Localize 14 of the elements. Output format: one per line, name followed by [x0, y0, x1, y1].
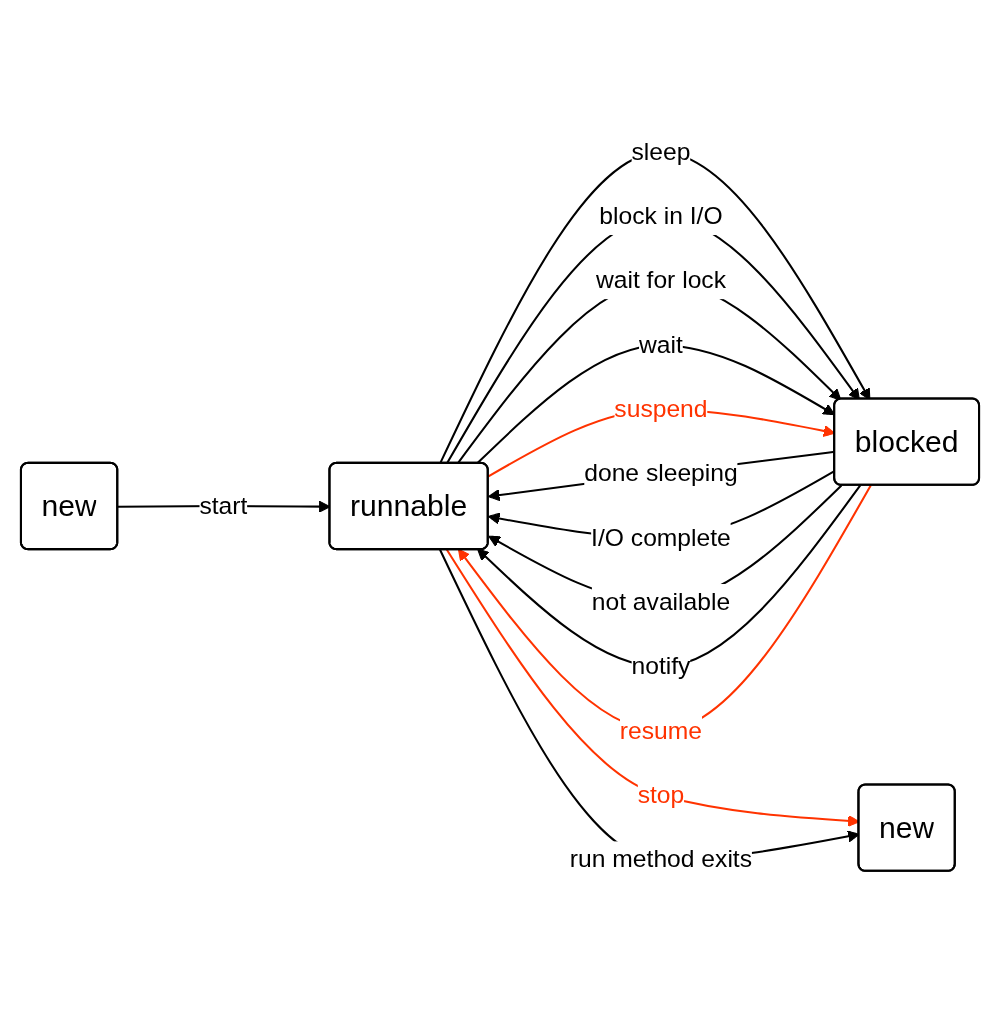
edge-label: start [199, 491, 248, 519]
edge-label: sleep [631, 137, 691, 165]
edge-label: done sleeping [584, 458, 738, 487]
edge-label: block in I/O [599, 201, 723, 229]
edge-label: stop [637, 780, 685, 809]
edge-label: notify [631, 651, 691, 680]
edge-label: suspend [614, 394, 708, 422]
edge-label: wait [639, 330, 683, 358]
edge-label: run method exits [569, 844, 753, 873]
edge-label: wait for lock [595, 265, 726, 294]
edge-label: resume [619, 716, 703, 744]
edge-label: not available [591, 587, 731, 616]
edge-label: I/O complete [591, 523, 731, 551]
arrow [487, 450, 835, 501]
